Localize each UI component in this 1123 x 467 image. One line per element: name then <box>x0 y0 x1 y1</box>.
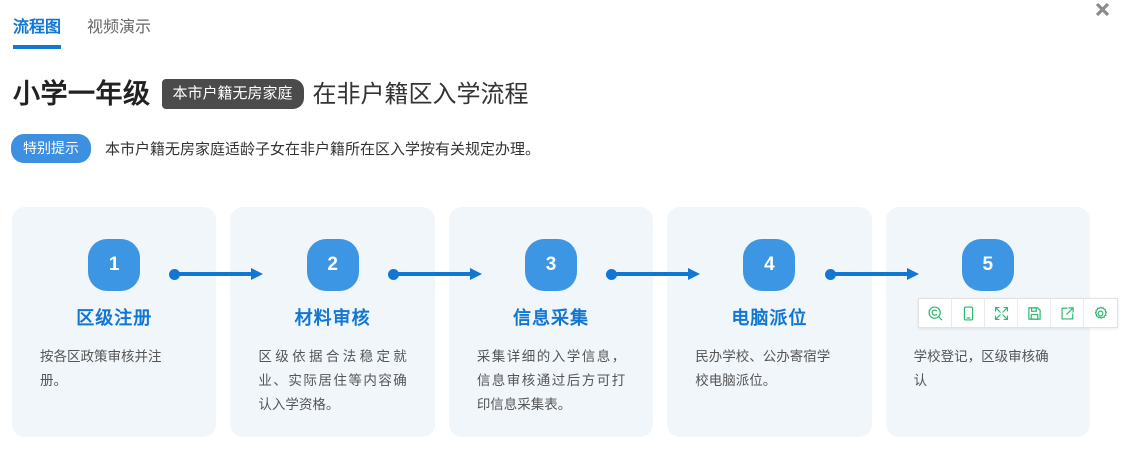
mobile-preview-button[interactable] <box>952 299 985 327</box>
fullscreen-expand-button[interactable] <box>985 299 1018 327</box>
step-title: 信息采集 <box>513 308 590 328</box>
tab-flowchart-label: 流程图 <box>13 19 62 36</box>
settings-button[interactable] <box>1084 299 1117 327</box>
tab-video-demo-label: 视频演示 <box>87 19 152 36</box>
step-number-badge: 1 <box>88 239 141 291</box>
step-description: 民办学校、公办寄宿学校电脑派位。 <box>695 349 831 388</box>
notice-row: 特别提示 本市户籍无房家庭适龄子女在非户籍所在区入学按有关规定办理。 <box>11 134 540 163</box>
notice-badge: 特别提示 <box>11 134 91 163</box>
step-number-badge: 3 <box>525 239 578 291</box>
watermark-search-icon <box>927 305 944 322</box>
step-card-4[interactable]: 4 电脑派位 民办学校、公办寄宿学校电脑派位。 <box>667 207 919 437</box>
close-button[interactable] <box>1089 0 1115 22</box>
step-description: 采集详细的入学信息，信息审核通过后方可打印信息采集表。 <box>476 349 626 412</box>
step-title: 电脑派位 <box>731 308 808 328</box>
step-card-1[interactable]: 1 区级注册 按各区政策审核并注册。 <box>12 207 264 437</box>
tab-flowchart[interactable]: 流程图 <box>13 17 62 49</box>
connector-dot-icon <box>169 269 181 280</box>
step-number-badge: 4 <box>743 239 796 291</box>
step-title: 材料审核 <box>294 308 371 328</box>
save-icon <box>1026 305 1043 322</box>
watermark-search-button[interactable] <box>919 299 952 327</box>
close-icon <box>1094 1 1111 18</box>
step-card-3[interactable]: 3 信息采集 采集详细的入学信息，信息审核通过后方可打印信息采集表。 <box>448 207 701 437</box>
connector-dot-icon <box>606 269 618 280</box>
mobile-preview-icon <box>960 305 977 322</box>
page-title-strong: 小学一年级 <box>13 79 151 109</box>
tab-video-demo[interactable]: 视频演示 <box>87 17 151 49</box>
step-description: 学校登记，区级审核确认 <box>913 349 1049 388</box>
step-number-badge: 5 <box>961 239 1014 291</box>
step-description: 区级依据合法稳定就业、实际居住等内容确认入学资格。 <box>258 349 407 412</box>
gear-icon <box>1092 305 1109 322</box>
connector-dot-icon <box>824 269 836 280</box>
page-title-badge: 本市户籍无房家庭 <box>161 78 304 109</box>
step-description: 按各区政策审核并注册。 <box>40 349 162 388</box>
fullscreen-expand-icon <box>993 305 1010 322</box>
page-title-tail: 在非户籍区入学流程 <box>312 81 529 108</box>
share-export-button[interactable] <box>1051 299 1084 327</box>
tab-bar: 流程图 视频演示 <box>13 17 151 49</box>
floating-toolbar <box>918 298 1118 328</box>
share-export-icon <box>1059 305 1076 322</box>
save-button[interactable] <box>1018 299 1051 327</box>
connector-dot-icon <box>387 269 399 280</box>
step-number-badge: 2 <box>306 239 359 291</box>
page-title: 小学一年级 本市户籍无房家庭 在非户籍区入学流程 <box>13 72 529 111</box>
notice-text: 本市户籍无房家庭适龄子女在非户籍所在区入学按有关规定办理。 <box>105 141 541 158</box>
step-title: 区级注册 <box>76 308 153 328</box>
flow-chart: 1 区级注册 按各区政策审核并注册。 2 材料审核 区级依据合法稳定就业、实际居… <box>12 207 1091 437</box>
step-card-2[interactable]: 2 材料审核 区级依据合法稳定就业、实际居住等内容确认入学资格。 <box>230 207 482 437</box>
